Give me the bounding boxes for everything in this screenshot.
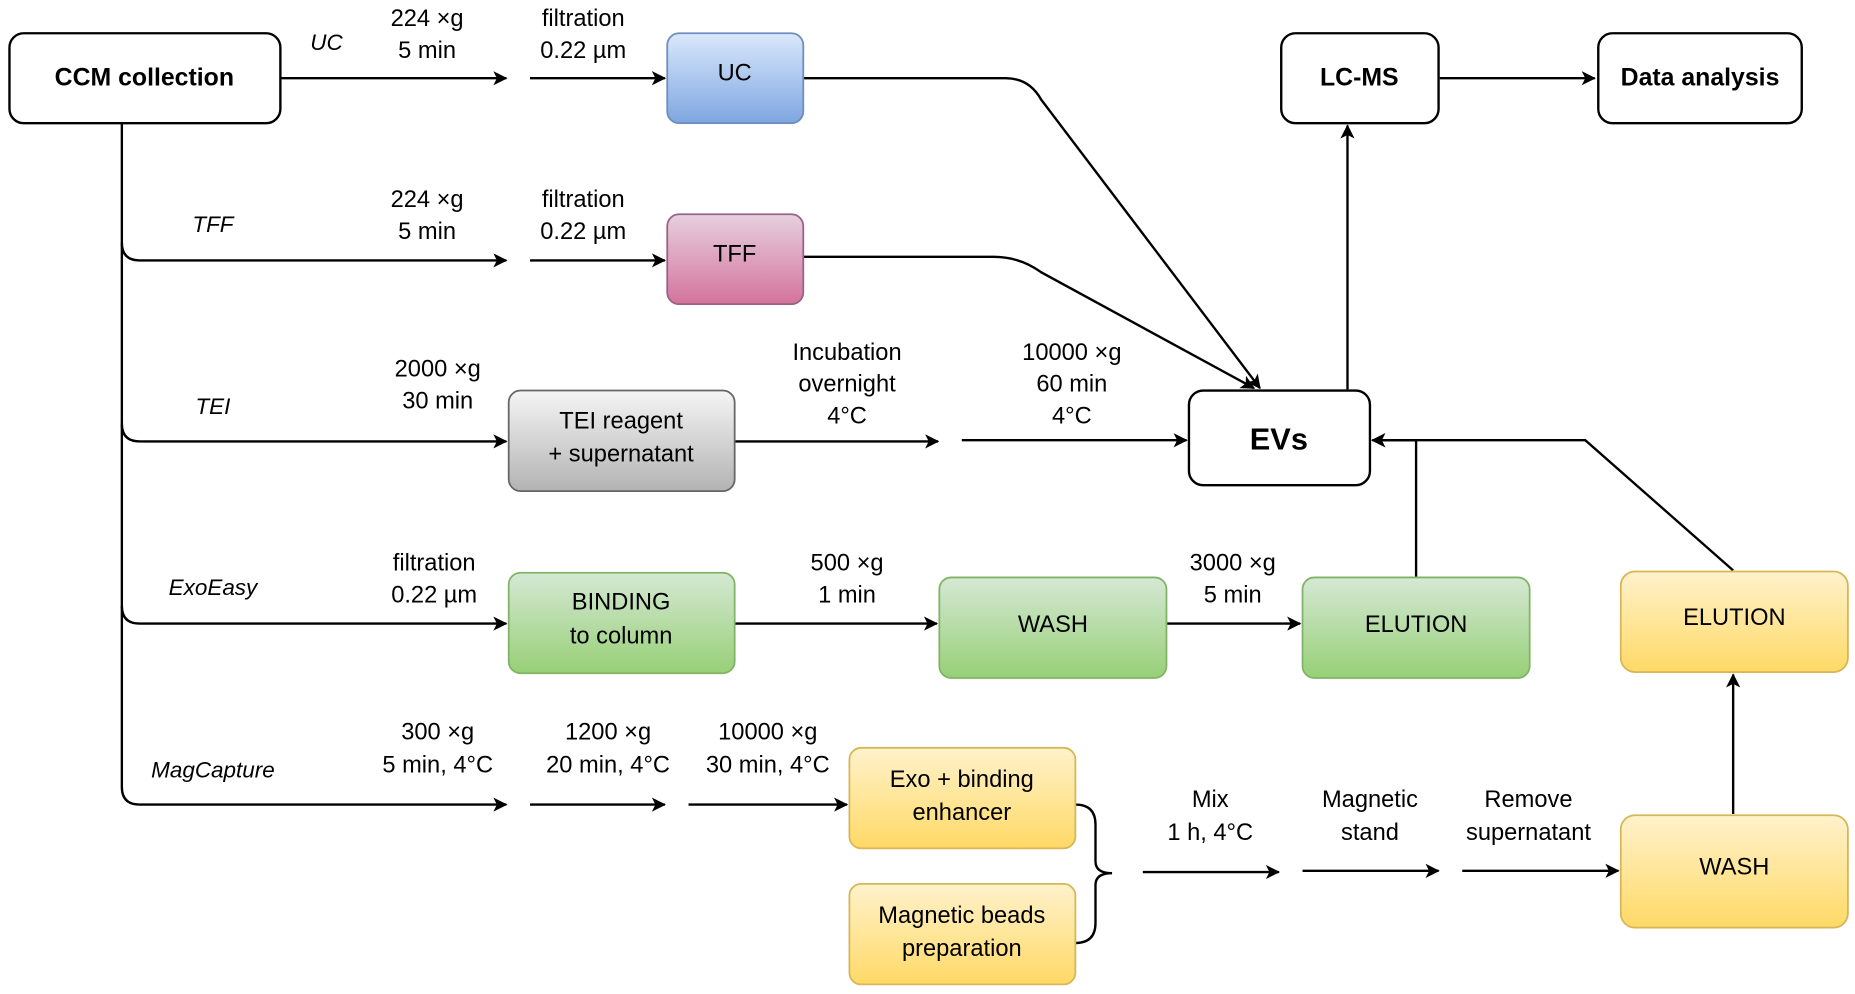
node-data-analysis: Data analysis	[1597, 32, 1803, 125]
exoeasy-step3-l1: 3000 ×g	[1190, 550, 1276, 576]
tei-step3-l2: 60 min	[1036, 372, 1107, 398]
tei-box-line2: + supernatant	[548, 442, 694, 468]
edge-tff-to-evs	[803, 255, 1256, 390]
node-tei: TEI reagent + supernatant	[507, 389, 736, 492]
tff-box-label: TFF	[713, 242, 756, 268]
exoeasy-elution-label: ELUTION	[1365, 612, 1468, 638]
mag-step2-l1: 1200 ×g	[565, 720, 651, 746]
edge-trunk	[120, 123, 140, 806]
edge-tei-centrifuge	[120, 423, 508, 449]
edge-mag-elution-to-evs	[1371, 433, 1734, 572]
edge-tff-centrifuge	[120, 242, 508, 268]
edges	[120, 71, 1741, 945]
uc-step1-l2: 5 min	[398, 38, 456, 64]
node-mag-elution: ELUTION	[1619, 570, 1849, 673]
tei-step2-l1: Incubation	[792, 340, 901, 366]
tei-step3-l3: 4°C	[1052, 404, 1092, 430]
node-exoeasy-elution: ELUTION	[1301, 576, 1531, 679]
mag-step5-l2: stand	[1341, 820, 1399, 846]
mag-step4-l1: Mix	[1192, 787, 1229, 813]
mag-step1-l1: 300 ×g	[401, 720, 474, 746]
exoeasy-wash-label: WASH	[1018, 612, 1088, 638]
data-analysis-label: Data analysis	[1621, 64, 1780, 91]
binding-line1: BINDING	[572, 589, 671, 615]
tei-step2-l2: overnight	[798, 372, 896, 398]
method-label-tei: TEI	[195, 394, 230, 419]
exoeasy-step2-l2: 1 min	[818, 582, 876, 608]
method-label-tff: TFF	[192, 212, 234, 237]
node-lcms: LC-MS	[1280, 32, 1440, 125]
node-ccm: CCM collection	[8, 32, 282, 125]
mag-step6-l2: supernatant	[1466, 820, 1591, 846]
mag-step3-l2: 30 min, 4°C	[706, 753, 830, 779]
tei-step1-l2: 30 min	[402, 388, 473, 414]
brace-icon	[1075, 803, 1113, 945]
binding-line2: to column	[570, 624, 673, 650]
tff-step1-l2: 5 min	[398, 219, 456, 245]
tei-box-line1: TEI reagent	[559, 408, 683, 434]
mag-step3-l1: 10000 ×g	[718, 720, 817, 746]
node-exoeasy-wash: WASH	[938, 576, 1168, 679]
lcms-label: LC-MS	[1320, 64, 1399, 91]
tff-step2-l2: 0.22 µm	[540, 219, 626, 245]
tff-step1-l1: 224 ×g	[391, 187, 464, 213]
edge-exoeasy-filtration	[120, 605, 508, 631]
exoeasy-step1-l1: filtration	[393, 550, 476, 576]
exo-binding-line2: enhancer	[912, 800, 1011, 826]
ccm-label: CCM collection	[55, 64, 234, 91]
edge-exoeasy-elution-to-evs	[1371, 433, 1418, 578]
node-tff: TFF	[666, 213, 805, 306]
node-magnetic-beads: Magnetic beads preparation	[848, 882, 1077, 986]
method-label-uc: UC	[310, 30, 343, 55]
evs-label: EVs	[1250, 422, 1308, 457]
exo-binding-line1: Exo + binding	[890, 767, 1034, 793]
mag-step5-l1: Magnetic	[1322, 787, 1418, 813]
beads-line1: Magnetic beads	[878, 903, 1045, 929]
uc-step2-l1: filtration	[542, 6, 625, 32]
node-uc: UC	[666, 32, 805, 125]
uc-step2-l2: 0.22 µm	[540, 38, 626, 64]
exoeasy-step2-l1: 500 ×g	[811, 550, 884, 576]
tei-step2-l3: 4°C	[827, 404, 867, 430]
method-label-exoeasy: ExoEasy	[169, 575, 259, 600]
method-label-magcapture: MagCapture	[151, 757, 275, 782]
tff-step2-l1: filtration	[542, 187, 625, 213]
uc-step1-l1: 224 ×g	[391, 6, 464, 32]
tei-step1-l1: 2000 ×g	[395, 356, 481, 382]
mag-wash-label: WASH	[1699, 854, 1769, 880]
exoeasy-step3-l2: 5 min	[1204, 582, 1262, 608]
node-binding: BINDING to column	[507, 571, 736, 675]
node-mag-wash: WASH	[1619, 814, 1849, 929]
mag-step1-l2: 5 min, 4°C	[382, 753, 493, 779]
edge-labels: UC TFF TEI ExoEasy MagCapture 224 ×g 5 m…	[151, 6, 1591, 846]
mag-step4-l2: 1 h, 4°C	[1167, 820, 1253, 846]
edge-uc-to-evs	[803, 77, 1261, 390]
exoeasy-step1-l2: 0.22 µm	[391, 582, 477, 608]
node-evs: EVs	[1187, 389, 1372, 487]
tei-step3-l1: 10000 ×g	[1022, 340, 1121, 366]
uc-box-label: UC	[718, 61, 752, 87]
mag-step6-l1: Remove	[1484, 787, 1572, 813]
mag-elution-label: ELUTION	[1683, 605, 1786, 631]
node-exo-binding: Exo + binding enhancer	[848, 746, 1077, 850]
beads-line2: preparation	[902, 936, 1022, 962]
mag-step2-l2: 20 min, 4°C	[546, 753, 670, 779]
